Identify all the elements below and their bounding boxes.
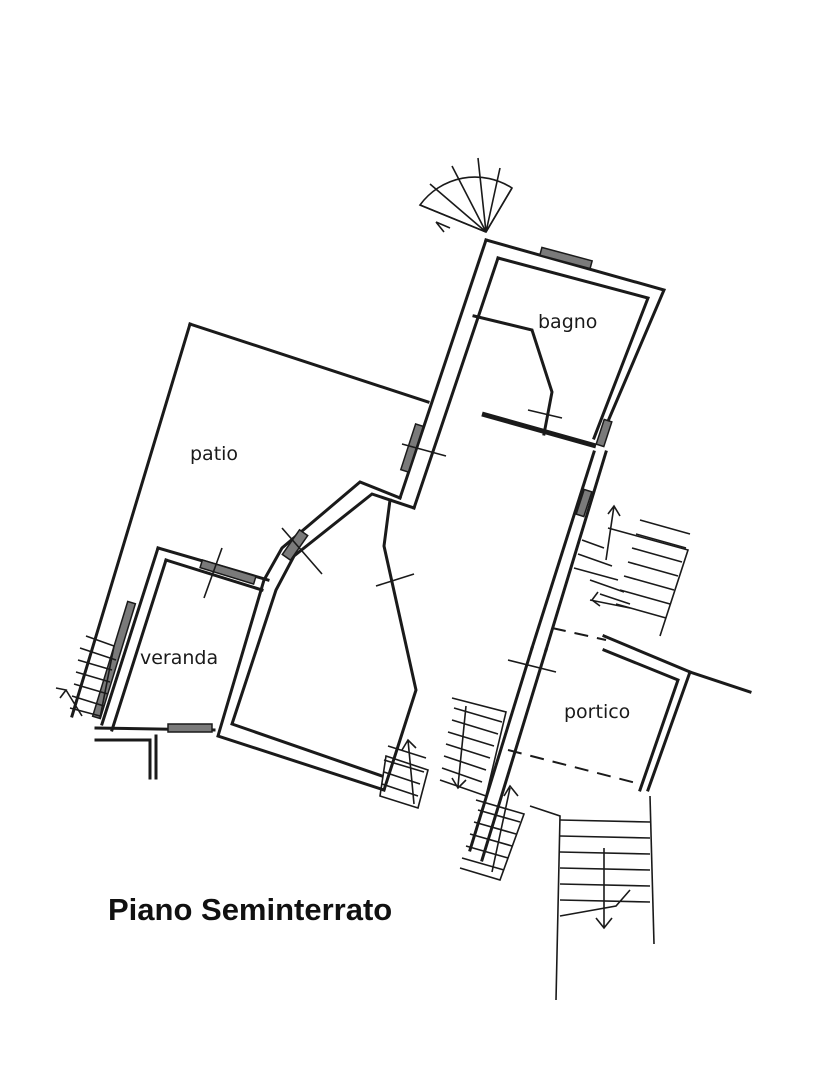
room-label-portico: portico	[564, 701, 630, 723]
east-stairs	[573, 504, 691, 637]
south-stairs	[529, 795, 655, 1001]
portico-walls	[507, 627, 752, 792]
room-label-bagno: bagno	[538, 311, 597, 333]
west-stairs	[55, 635, 117, 719]
room-label-patio: patio	[190, 443, 238, 465]
portico-west-stairs	[439, 697, 526, 881]
hall-stairs	[379, 738, 429, 810]
room-label-veranda: veranda	[140, 647, 218, 669]
central-wing-walls	[398, 238, 667, 862]
spiral-staircase	[418, 157, 514, 234]
plan-title: Piano Seminterrato	[108, 892, 393, 927]
patio-outline	[70, 322, 430, 718]
hall-walls	[216, 480, 418, 792]
